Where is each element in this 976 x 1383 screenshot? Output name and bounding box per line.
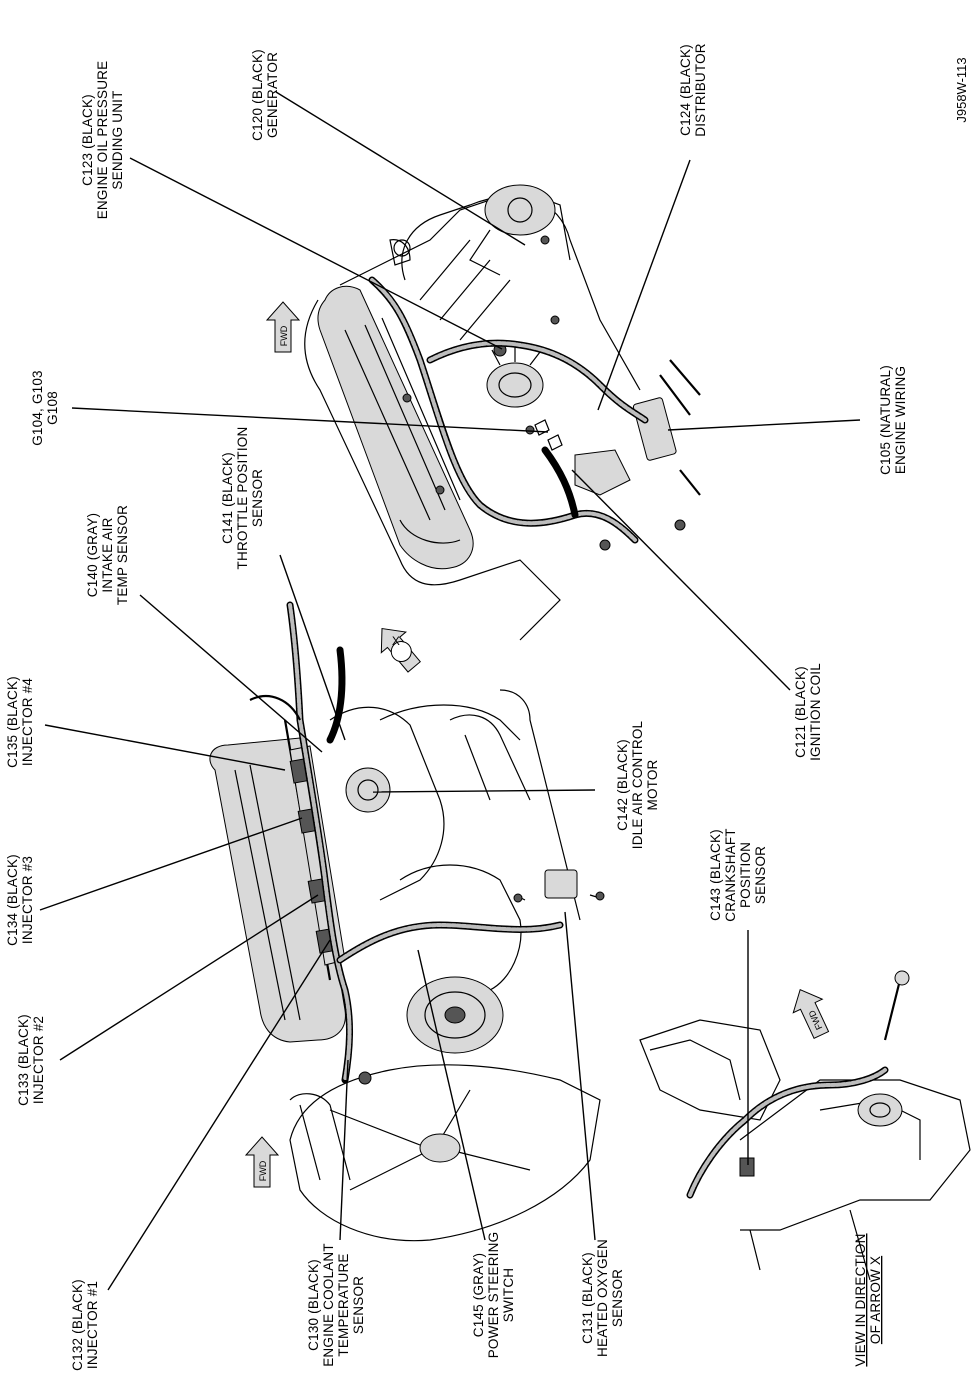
svg-text:C130 (BLACK)ENGINE COOLANTTEMP: C130 (BLACK)ENGINE COOLANTTEMPERATURESEN… [306,1243,366,1367]
fwd-arrow-lower: FWD [244,1136,280,1188]
svg-text:C132 (BLACK)INJECTOR #1: C132 (BLACK)INJECTOR #1 [70,1279,100,1371]
svg-text:C131 (BLACK)HEATED OXYGENSENSO: C131 (BLACK)HEATED OXYGENSENSOR [580,1239,625,1357]
svg-text:C141 (BLACK)THROTTLE POSITIONS: C141 (BLACK)THROTTLE POSITIONSENSOR [220,427,265,570]
fwd-arrow-upper: FWD [265,301,301,353]
callout-c121: C121 (BLACK)IGNITION COIL [793,663,823,761]
svg-text:C124 (BLACK)DISTRIBUTOR: C124 (BLACK)DISTRIBUTOR [678,43,708,137]
callout-c105: C105 (NATURAL)ENGINE WIRING [878,365,908,475]
svg-text:C135 (BLACK)INJECTOR #4: C135 (BLACK)INJECTOR #4 [5,676,35,768]
svg-text:C123 (BLACK)ENGINE OIL PRESSUR: C123 (BLACK)ENGINE OIL PRESSURESENDING U… [80,61,125,220]
callout-c145: C145 (GRAY)POWER STEERINGSWITCH [471,1232,516,1359]
upper-engine-illustration [304,184,701,641]
callout-g104-g103-g108: G104, G103G108 [30,370,60,446]
callout-c131: C131 (BLACK)HEATED OXYGENSENSOR [580,1239,625,1357]
arrow-x [380,627,421,673]
svg-text:C142 (BLACK)IDLE AIR CONTROLMO: C142 (BLACK)IDLE AIR CONTROLMOTOR [615,720,660,849]
callout-c142: C142 (BLACK)IDLE AIR CONTROLMOTOR [615,720,660,849]
callout-c132: C132 (BLACK)INJECTOR #1 [70,1279,100,1371]
svg-text:J958W-113: J958W-113 [954,57,969,122]
svg-text:FWD: FWD [258,1160,268,1181]
callout-c141: C141 (BLACK)THROTTLE POSITIONSENSOR [220,427,265,570]
svg-text:C121 (BLACK)IGNITION COIL: C121 (BLACK)IGNITION COIL [793,663,823,761]
callout-c133: C133 (BLACK)INJECTOR #2 [16,1014,46,1106]
svg-text:C143 (BLACK)CRANKSHAFTPOSITION: C143 (BLACK)CRANKSHAFTPOSITIONSENSOR [708,828,768,922]
lower-engine-illustration [209,601,605,1242]
svg-text:FWD: FWD [279,325,289,346]
svg-text:C120 (BLACK)GENERATOR: C120 (BLACK)GENERATOR [250,49,280,141]
svg-text:C133 (BLACK)INJECTOR #2: C133 (BLACK)INJECTOR #2 [16,1014,46,1106]
fwd-arrow-inset: FWD [792,988,830,1039]
callout-c130: C130 (BLACK)ENGINE COOLANTTEMPERATURESEN… [306,1243,366,1367]
callout-c135: C135 (BLACK)INJECTOR #4 [5,676,35,768]
inset-caption: VIEW IN DIRECTIONOF ARROW X [853,1233,883,1366]
svg-text:C145 (GRAY)POWER STEERINGSWITC: C145 (GRAY)POWER STEERINGSWITCH [471,1232,516,1359]
leader-lines [39,91,861,1291]
callout-c124: C124 (BLACK)DISTRIBUTOR [678,43,708,137]
callout-c123: C123 (BLACK)ENGINE OIL PRESSURESENDING U… [80,61,125,220]
callout-c120: C120 (BLACK)GENERATOR [250,49,280,141]
svg-text:G104, G103G108: G104, G103G108 [30,370,60,446]
arrow-x-label: X [392,634,400,648]
svg-text:C134 (BLACK)INJECTOR #3: C134 (BLACK)INJECTOR #3 [5,854,35,946]
svg-text:VIEW IN DIRECTIONOF ARROW X: VIEW IN DIRECTIONOF ARROW X [853,1233,883,1366]
callout-c140: C140 (GRAY)INTAKE AIRTEMP SENSOR [85,505,130,605]
callout-c143: C143 (BLACK)CRANKSHAFTPOSITIONSENSOR [708,828,768,922]
callout-c134: C134 (BLACK)INJECTOR #3 [5,854,35,946]
svg-text:C105 (NATURAL)ENGINE WIRING: C105 (NATURAL)ENGINE WIRING [878,365,908,475]
svg-text:C140 (GRAY)INTAKE AIRTEMP SENS: C140 (GRAY)INTAKE AIRTEMP SENSOR [85,505,130,605]
reference-code: J958W-113 [954,57,969,122]
inset-view-illustration [639,970,971,1281]
